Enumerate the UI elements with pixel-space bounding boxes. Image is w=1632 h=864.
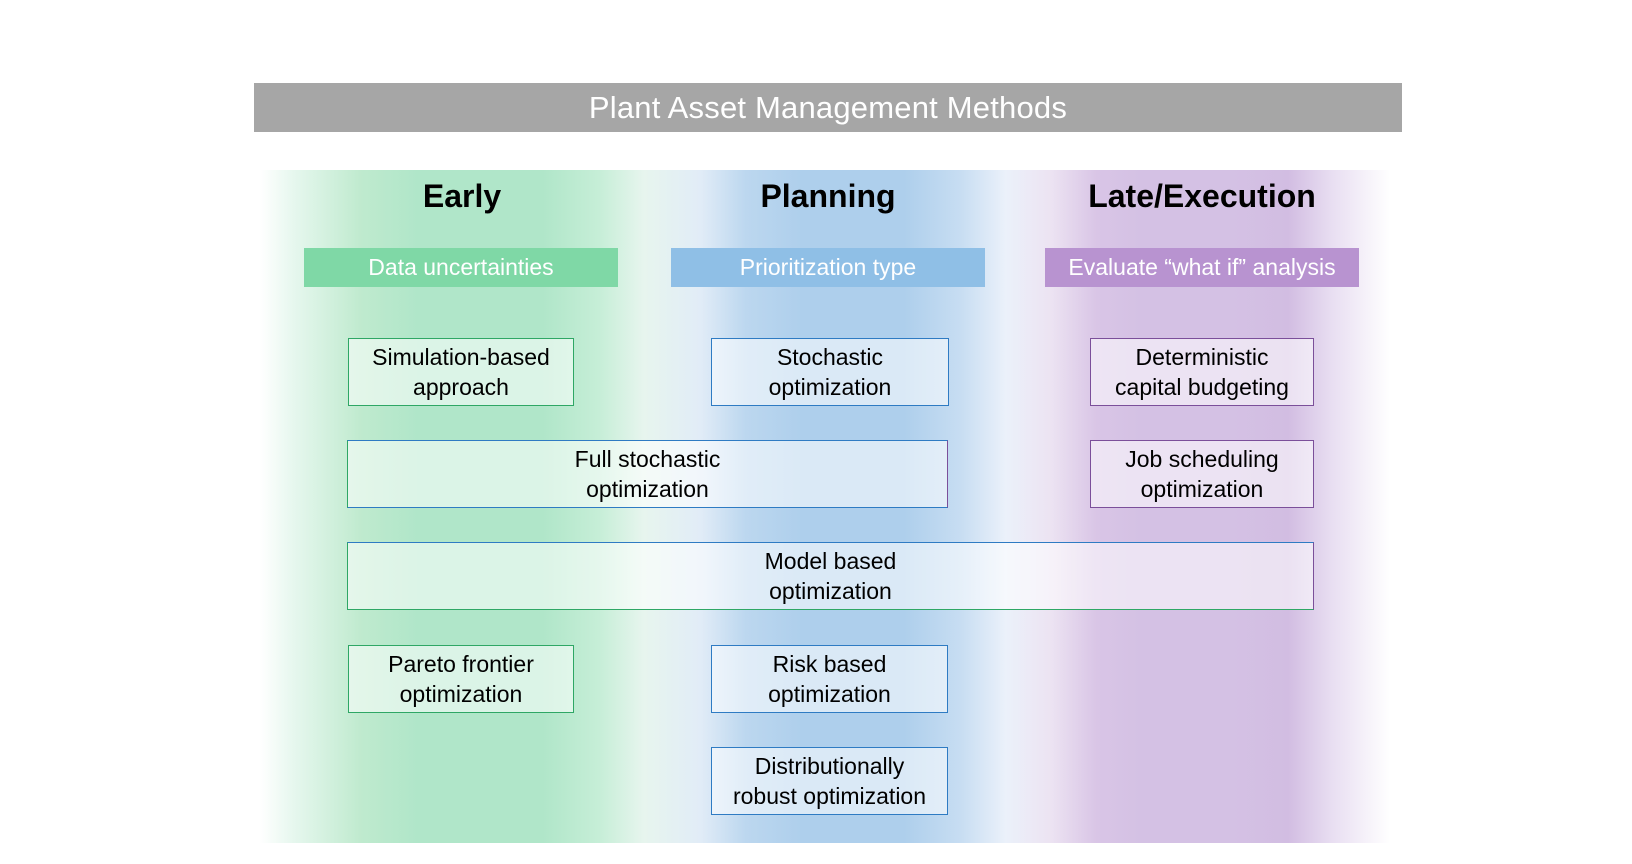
category-late: Evaluate “what if” analysis [1045, 248, 1359, 287]
method-label: Model based optimization [764, 548, 897, 604]
method-model-based: Model based optimization [347, 542, 1314, 610]
phase-title-planning: Planning [760, 178, 896, 214]
method-full-stochastic: Full stochastic optimization [347, 440, 948, 508]
method-job-scheduling: Job scheduling optimization [1090, 440, 1314, 508]
category-early: Data uncertainties [304, 248, 618, 287]
method-simulation-based: Simulation-based approach [348, 338, 574, 406]
method-label: Distributionally robust optimization [732, 753, 927, 809]
method-label: Stochastic optimization [768, 344, 892, 400]
method-deterministic-budgeting: Deterministic capital budgeting [1090, 338, 1314, 406]
method-label: Risk based optimization [768, 651, 891, 707]
category-planning: Prioritization type [671, 248, 985, 287]
phase-title-late: Late/Execution [1088, 178, 1316, 214]
method-label: Deterministic capital budgeting [1115, 344, 1289, 400]
method-label: Pareto frontier optimization [388, 651, 534, 707]
method-risk-based: Risk based optimization [711, 645, 948, 713]
method-label: Full stochastic optimization [574, 446, 721, 502]
method-label: Simulation-based approach [372, 344, 550, 400]
diagram-title: Plant Asset Management Methods [254, 83, 1402, 132]
method-distributionally-robust: Distributionally robust optimization [711, 747, 948, 815]
method-stochastic: Stochastic optimization [711, 338, 949, 406]
method-pareto-frontier: Pareto frontier optimization [348, 645, 574, 713]
method-label: Job scheduling optimization [1125, 446, 1279, 502]
phase-title-early: Early [422, 178, 502, 214]
